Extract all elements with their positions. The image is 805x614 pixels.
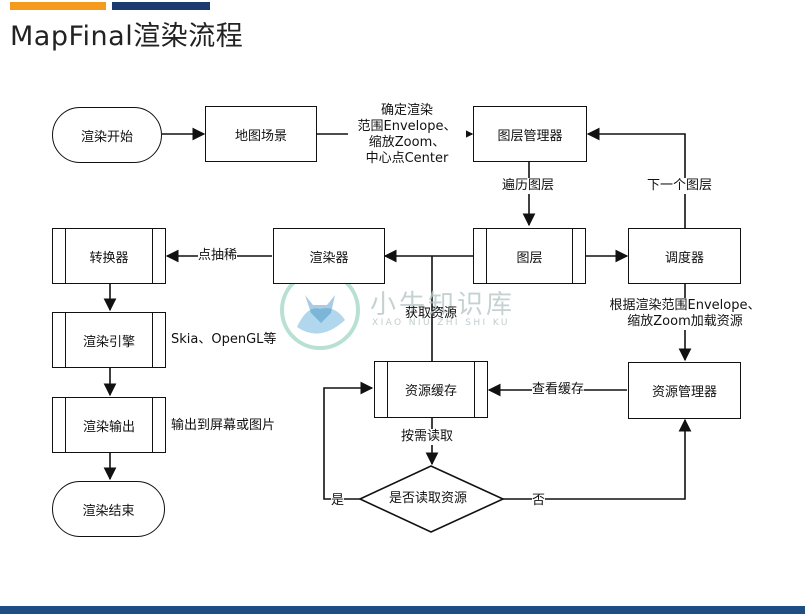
label-point-thinning: 点抽稀 bbox=[198, 248, 238, 264]
edge-scheduler-to-layer-manager bbox=[586, 127, 686, 228]
node-map-scene: 地图场景 bbox=[205, 106, 317, 162]
node-resource-cache: 资源缓存 bbox=[374, 361, 488, 418]
page-title: MapFinal渲染流程 bbox=[10, 21, 244, 52]
node-converter: 转换器 bbox=[52, 228, 166, 284]
node-render-output: 渲染输出 bbox=[52, 397, 166, 453]
node-renderer: 渲染器 bbox=[273, 228, 385, 284]
label-read-on-demand: 按需读取 bbox=[401, 429, 454, 445]
label-traverse-layers: 遍历图层 bbox=[502, 178, 555, 194]
label-view-cache: 查看缓存 bbox=[532, 382, 585, 398]
label-get-resource: 获取资源 bbox=[405, 306, 458, 321]
watermark-text: 小牛知识库 bbox=[370, 290, 516, 320]
header-accent-bar-orange bbox=[10, 2, 106, 10]
node-render-end: 渲染结束 bbox=[52, 481, 165, 537]
label-determine-range: 确定渲染 范围Envelope、 缩放Zoom、 中心点Center bbox=[348, 103, 466, 167]
label-output-to: 输出到屏幕或图片 bbox=[171, 418, 276, 434]
node-scheduler: 调度器 bbox=[628, 228, 741, 284]
footer-bar bbox=[0, 606, 805, 614]
label-no: 否 bbox=[532, 493, 546, 509]
node-layer-manager: 图层管理器 bbox=[473, 106, 587, 162]
node-resource-manager: 资源管理器 bbox=[628, 362, 741, 419]
node-decision-label: 是否读取资源 bbox=[389, 491, 468, 506]
label-load-resource: 根据渲染范围Envelope、 缩放Zoom加载资源 bbox=[600, 298, 770, 330]
edge-decision-no-to-resource-manager bbox=[503, 418, 692, 500]
node-layer: 图层 bbox=[473, 228, 586, 284]
watermark-subtext: XIAO NIU ZHI SHI KU bbox=[372, 318, 510, 328]
label-yes: 是 bbox=[331, 493, 345, 509]
label-next-layer: 下一个图层 bbox=[647, 178, 713, 194]
decision-diamond-shape bbox=[358, 465, 505, 533]
label-skia-opengl: Skia、OpenGL等 bbox=[171, 332, 277, 348]
edge-decision-yes-to-cache bbox=[323, 381, 374, 500]
watermark-logo-icon bbox=[280, 270, 360, 350]
header-accent-bar-navy bbox=[112, 2, 210, 10]
node-render-start: 渲染开始 bbox=[52, 107, 162, 163]
node-render-engine: 渲染引擎 bbox=[52, 312, 166, 368]
